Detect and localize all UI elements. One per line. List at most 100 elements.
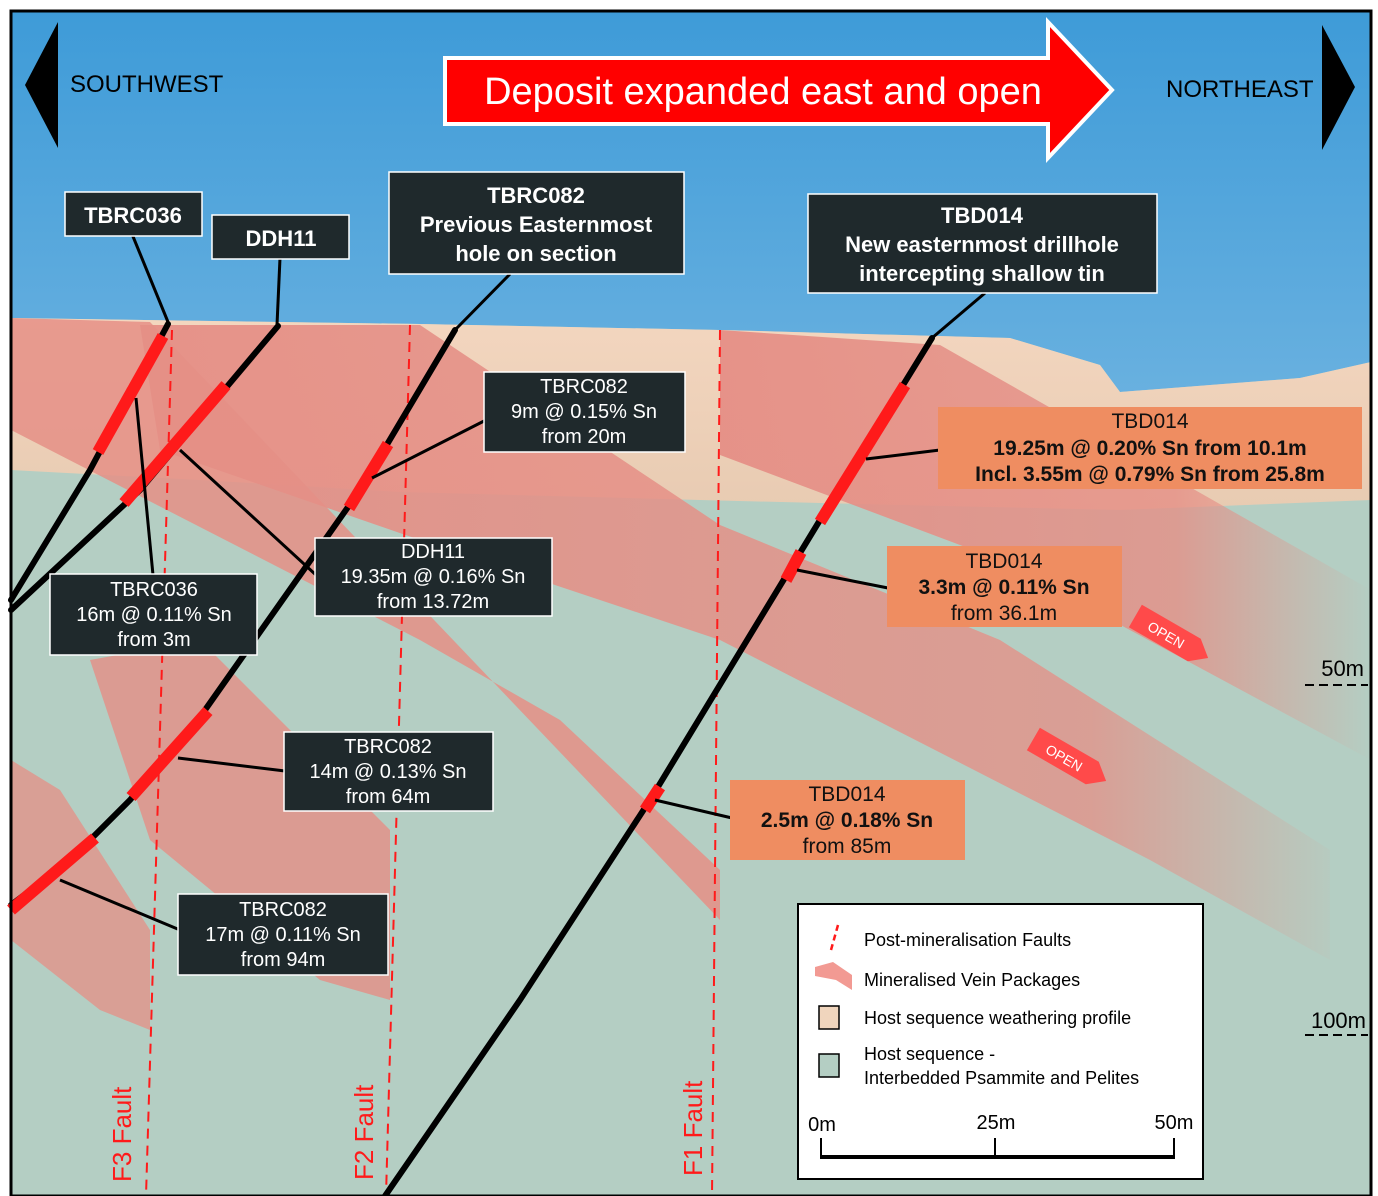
intercept-line: from 13.72m bbox=[377, 591, 489, 613]
intercept-box bbox=[49, 573, 258, 656]
intercept-line: TBD014 bbox=[808, 783, 885, 806]
callout-tbd014: TBD014 New easternmost drillhole interce… bbox=[807, 193, 1158, 294]
intercept-line: from 20m bbox=[542, 426, 626, 448]
fault-label: F1 Fault bbox=[678, 1080, 708, 1176]
callout-title: DDH11 bbox=[246, 226, 317, 251]
intercept-line: 2.5m @ 0.18% Sn bbox=[761, 809, 933, 832]
open-arrow-icon bbox=[1128, 604, 1209, 662]
intercept-tbrc082-20m bbox=[343, 440, 394, 512]
intercept-line: from 3m bbox=[117, 629, 190, 651]
fault-label: F2 Fault bbox=[349, 1084, 379, 1180]
southwest-label: SOUTHWEST bbox=[70, 71, 224, 98]
host-swatch-icon bbox=[818, 1053, 840, 1078]
depth-label: 50m bbox=[1321, 656, 1364, 681]
vein-package bbox=[720, 330, 1371, 760]
leader-line bbox=[796, 568, 889, 590]
intercept-tbd014-85m bbox=[639, 783, 666, 814]
arrow-left-icon bbox=[25, 22, 58, 148]
intercept-line: TBD014 bbox=[965, 550, 1042, 573]
northeast-label: NORTHEAST bbox=[1166, 76, 1314, 103]
intercept-label-highlight: TBD014 3.3m @ 0.11% Sn from 36.1m bbox=[887, 546, 1122, 627]
intercept-line: 19.25m @ 0.20% Sn from 10.1m bbox=[993, 437, 1306, 460]
intercept-label: TBRC082 14m @ 0.13% Sn from 64m bbox=[283, 731, 494, 812]
fault-f2 bbox=[385, 324, 411, 1196]
leader-line bbox=[275, 257, 282, 326]
callout-line: Previous Easternmost bbox=[420, 212, 653, 237]
fault-label: F3 Fault bbox=[107, 1086, 137, 1182]
intercept-line: 19.35m @ 0.16% Sn bbox=[341, 566, 526, 588]
intercept-tbd014-36m bbox=[780, 549, 807, 583]
intercept-label-highlight: TBD014 2.5m @ 0.18% Sn from 85m bbox=[730, 780, 965, 860]
leader-line bbox=[931, 291, 986, 340]
intercept-line: 14m @ 0.13% Sn bbox=[309, 761, 466, 783]
intercept-line: DDH11 bbox=[401, 541, 465, 563]
intercept-line: from 85m bbox=[803, 835, 892, 858]
intercept-label: TBRC082 17m @ 0.11% Sn from 94m bbox=[177, 893, 389, 976]
intercept-segments bbox=[7, 333, 911, 915]
intercept-line: 16m @ 0.11% Sn bbox=[76, 604, 232, 626]
intercept-line: TBRC036 bbox=[110, 579, 198, 601]
callout-line: TBD014 bbox=[941, 203, 1024, 228]
legend-label: Post-mineralisation Faults bbox=[864, 930, 1071, 950]
leader-line bbox=[59, 878, 181, 932]
intercept-callouts: TBRC082 9m @ 0.15% Sn from 20m TBRC036 1… bbox=[49, 371, 1362, 976]
intercept-line: TBD014 bbox=[1111, 410, 1188, 433]
intercept-line: from 94m bbox=[241, 949, 325, 971]
intercept-tbd014-10m bbox=[814, 381, 911, 526]
leader-line bbox=[130, 233, 170, 323]
intercept-label: TBRC036 16m @ 0.11% Sn from 3m bbox=[49, 573, 258, 656]
callout-box bbox=[807, 193, 1158, 294]
intercept-line: TBRC082 bbox=[239, 899, 327, 921]
arrow-right-icon bbox=[1322, 25, 1355, 150]
callout-line: hole on section bbox=[455, 241, 616, 266]
intercept-tbrc082-64m bbox=[126, 706, 213, 802]
leader-line bbox=[134, 397, 155, 576]
legend-box bbox=[797, 903, 1204, 1180]
intercept-label: TBRC082 9m @ 0.15% Sn from 20m bbox=[483, 371, 686, 453]
leader-line bbox=[865, 448, 941, 461]
intercept-line: Incl. 3.55m @ 0.79% Sn from 25.8m bbox=[975, 463, 1325, 486]
depth-label: 100m bbox=[1311, 1008, 1366, 1033]
legend-label: Mineralised Vein Packages bbox=[864, 970, 1080, 990]
callout-line: New easternmost drillhole bbox=[845, 232, 1119, 257]
vein-package-icon bbox=[815, 962, 852, 990]
intercept-label-highlight: TBD014 19.25m @ 0.20% Sn from 10.1m Incl… bbox=[938, 407, 1362, 489]
intercept-line: from 64m bbox=[346, 786, 430, 808]
fault-f1 bbox=[711, 329, 721, 1196]
intercept-line: 9m @ 0.15% Sn bbox=[511, 401, 657, 423]
hole-callouts: TBRC036 DDH11 TBRC082 Previous Easternmo… bbox=[64, 171, 1158, 294]
callout-ddh11: DDH11 bbox=[211, 214, 350, 260]
banner-text: Deposit expanded east and open bbox=[484, 71, 1042, 113]
leader-line bbox=[453, 272, 512, 332]
leader-line bbox=[177, 756, 286, 773]
leader-line bbox=[654, 798, 733, 820]
legend: Post-mineralisation Faults Mineralised V… bbox=[797, 903, 1204, 1180]
intercept-box bbox=[887, 546, 1122, 627]
intercept-line: 17m @ 0.11% Sn bbox=[205, 924, 361, 946]
intercept-line: 3.3m @ 0.11% Sn bbox=[918, 576, 1089, 599]
intercept-line: TBRC082 bbox=[344, 736, 432, 758]
callout-tbrc082: TBRC082 Previous Easternmost hole on sec… bbox=[388, 171, 685, 275]
legend-label: Host sequence - bbox=[864, 1044, 995, 1064]
callout-line: TBRC082 bbox=[487, 183, 585, 208]
callout-box bbox=[211, 214, 350, 260]
callout-line: intercepting shallow tin bbox=[859, 261, 1105, 286]
vein-package bbox=[140, 325, 1330, 960]
scale-label: 25m bbox=[977, 1112, 1016, 1134]
intercept-tbrc082-94m bbox=[7, 833, 99, 915]
intercept-box bbox=[483, 371, 686, 453]
depth-markers: 50m 100m bbox=[1305, 656, 1368, 1036]
intercept-box bbox=[938, 407, 1362, 489]
callout-box bbox=[64, 191, 203, 237]
dashed-red-line-icon bbox=[829, 924, 840, 951]
legend-label: Interbedded Psammite and Pelites bbox=[864, 1068, 1139, 1088]
leader-line bbox=[178, 448, 318, 577]
intercept-line: from 36.1m bbox=[951, 602, 1057, 625]
open-arrow-icon bbox=[1026, 727, 1107, 785]
banner-arrow bbox=[443, 16, 1115, 164]
weathering-swatch-icon bbox=[818, 1005, 840, 1030]
legend-label: Host sequence weathering profile bbox=[864, 1008, 1131, 1028]
leader-line bbox=[371, 418, 487, 480]
intercept-box bbox=[314, 537, 553, 617]
